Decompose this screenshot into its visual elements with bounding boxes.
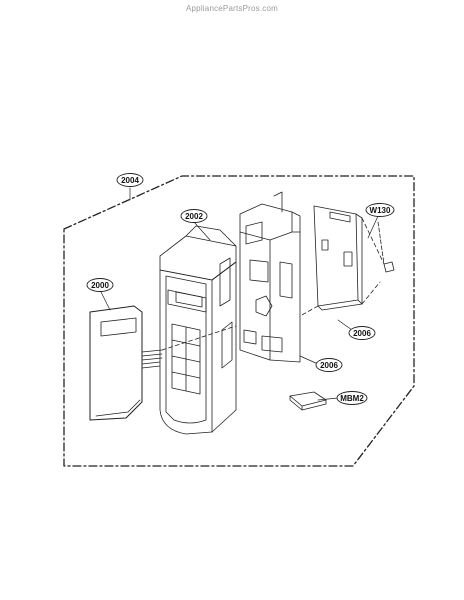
- callout-2002: [180, 209, 208, 223]
- callout-2006-upper-label: 2006: [353, 329, 371, 338]
- callout-2004-label: 2004: [121, 176, 139, 185]
- assembly-boundary: [63, 175, 415, 467]
- part-2002-control-frame: [159, 225, 237, 435]
- assembly-guide-lines: [161, 217, 385, 351]
- part-mbm2-bracket: [289, 391, 327, 411]
- callout-2006-upper: [348, 326, 376, 340]
- callout-2000-label: 2000: [91, 281, 109, 290]
- callout-mbm2-label: MBM2: [340, 394, 364, 403]
- part-2000-overlay-panel: [89, 305, 163, 421]
- callout-2002-label: 2002: [185, 212, 203, 221]
- callout-2004: [116, 173, 144, 187]
- callout-2000: [86, 278, 114, 292]
- callout-w130-label: W130: [370, 206, 391, 215]
- callout-w130: [365, 203, 395, 217]
- callout-mbm2: [336, 391, 368, 405]
- part-2006-pcb-board: [313, 205, 363, 311]
- leader-lines: [99, 187, 379, 401]
- callout-2006-lower: [315, 358, 343, 372]
- source-watermark: AppliancePartsPros.com: [186, 4, 278, 13]
- part-w130-screw: [377, 221, 395, 273]
- callout-2006-lower-label: 2006: [320, 361, 338, 370]
- part-2006-pcb-bracket: [239, 191, 301, 363]
